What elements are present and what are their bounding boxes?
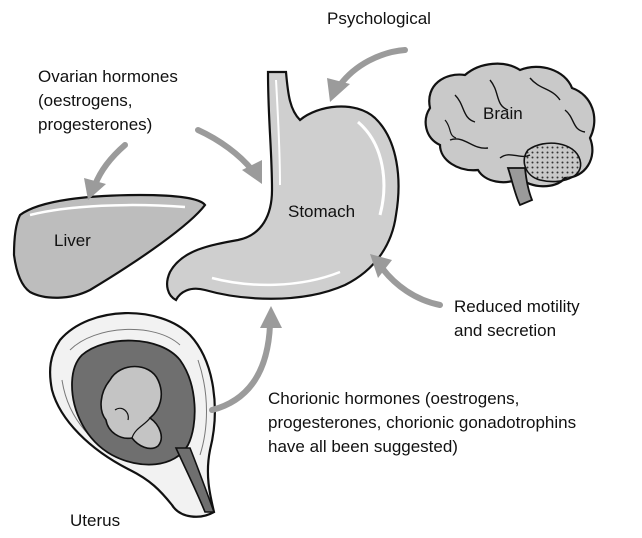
stomach-organ: [167, 72, 398, 300]
label-brain: Brain: [483, 103, 523, 125]
label-chorionic-line1: Chorionic hormones (oestrogens,: [268, 388, 519, 410]
arrow-motility-to-stomach: [382, 268, 440, 305]
label-stomach: Stomach: [288, 201, 355, 223]
label-liver: Liver: [54, 230, 91, 252]
label-uterus: Uterus: [70, 510, 120, 532]
label-ovarian-line1: Ovarian hormones: [38, 66, 178, 88]
arrow-uterus-to-stomach: [212, 325, 270, 410]
label-psychological: Psychological: [327, 8, 431, 30]
label-motility-line1: Reduced motility: [454, 296, 580, 318]
arrow-brain-to-stomach: [340, 50, 405, 85]
uterus-organ: [50, 313, 215, 517]
arrow-ovarian-to-liver: [95, 145, 125, 185]
arrowhead-stomach-bottom: [260, 306, 282, 328]
label-motility-line2: and secretion: [454, 320, 556, 342]
brain-organ: [426, 64, 595, 205]
label-chorionic-line3: have all been suggested): [268, 436, 458, 458]
label-ovarian-line3: progesterones): [38, 114, 152, 136]
arrow-ovarian-to-stomach: [198, 130, 252, 170]
label-ovarian-line2: (oestrogens,: [38, 90, 133, 112]
label-chorionic-line2: progesterones, chorionic gonadotrophins: [268, 412, 576, 434]
